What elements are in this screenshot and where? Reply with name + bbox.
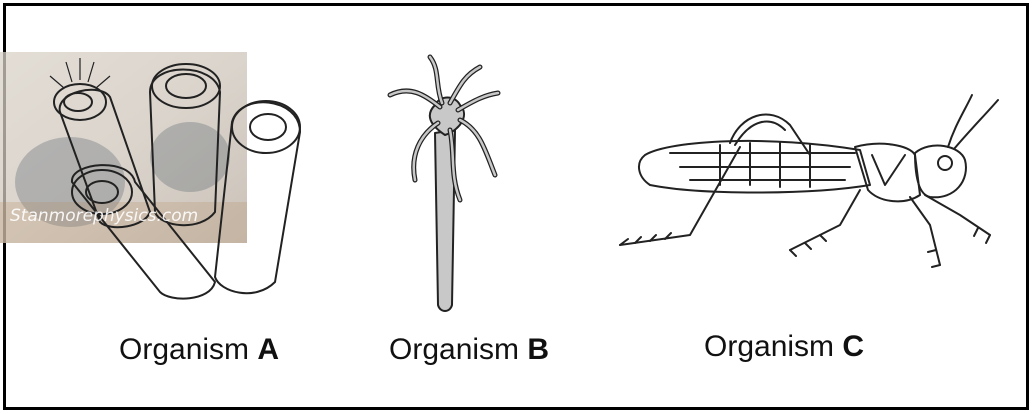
watermark-text: Stanmorephysics.com <box>10 206 198 226</box>
caption-organism-c: Organism C <box>704 330 864 364</box>
caption-organism-b: Organism B <box>389 333 549 367</box>
organism-a-drawing: Stanmorephysics.com <box>0 52 380 302</box>
caption-organism-a: Organism A <box>119 333 279 367</box>
caption-letter-b: B <box>527 333 549 366</box>
caption-letter-c: C <box>842 330 864 363</box>
organism-b-drawing <box>380 55 500 315</box>
caption-letter-a: A <box>257 333 279 366</box>
organism-c-drawing <box>610 85 1010 280</box>
